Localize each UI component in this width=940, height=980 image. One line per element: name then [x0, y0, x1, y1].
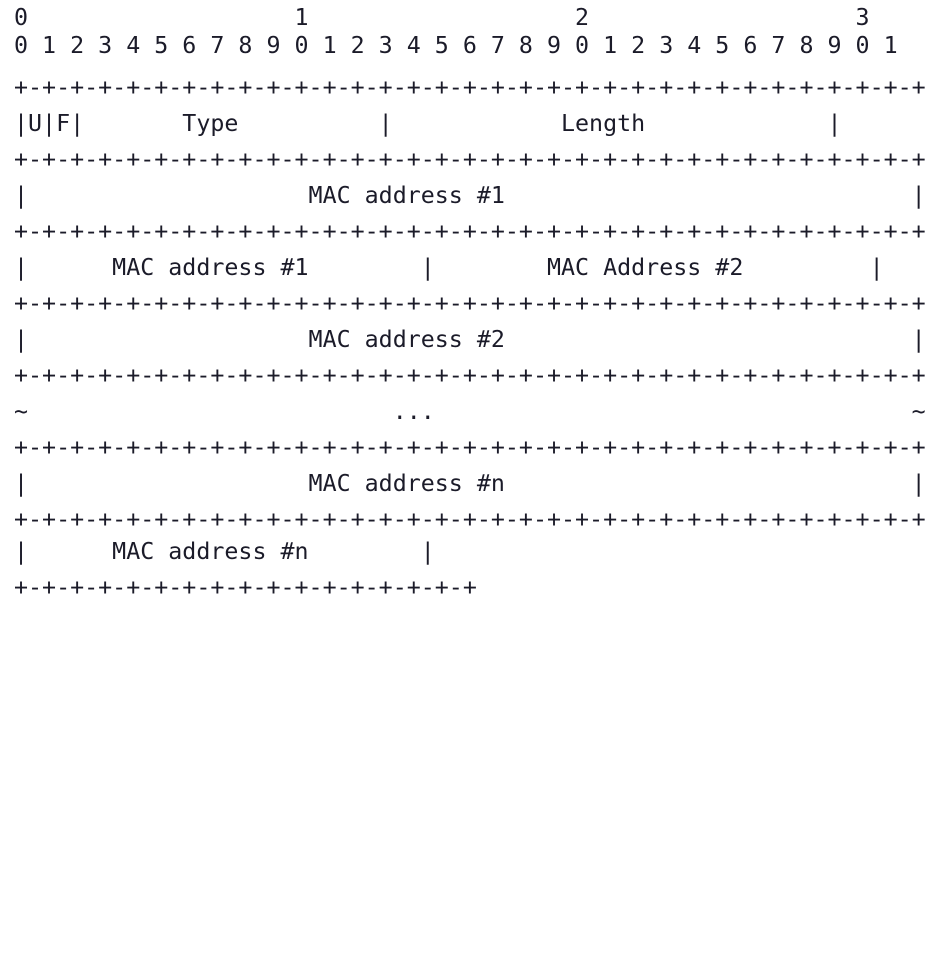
bit-ruler-digit-row: 0 1 2 3 4 5 6 7 8 9 0 1 2 3 4 5 6 7 8 9 …	[14, 32, 898, 59]
row-flags-type-length: |U|F| Type | Length |	[14, 110, 842, 137]
row-mac2-low: | MAC address #2 |	[14, 326, 926, 353]
separator-line-5: +-+-+-+-+-+-+-+-+-+-+-+-+-+-+-+-+-+-+-+-…	[14, 362, 926, 389]
separator-line-6: +-+-+-+-+-+-+-+-+-+-+-+-+-+-+-+-+-+-+-+-…	[14, 434, 926, 461]
bit-ruler-decade-row: 0 1 2 3	[14, 4, 870, 31]
row-mac1-high: | MAC address #1 |	[14, 182, 926, 209]
row-macn-low: | MAC address #n |	[14, 538, 435, 565]
row-mac1-low-mac2-high: | MAC address #1 | MAC Address #2 |	[14, 254, 884, 281]
separator-line-1: +-+-+-+-+-+-+-+-+-+-+-+-+-+-+-+-+-+-+-+-…	[14, 74, 926, 101]
ascii-packet-diagram: 0 1 2 3 0 1 2 3 4 5 6 7 8 9 0 1 2 3 4 5 …	[14, 4, 926, 601]
separator-line-7: +-+-+-+-+-+-+-+-+-+-+-+-+-+-+-+-+-+-+-+-…	[14, 506, 926, 533]
row-ellipsis: ~ ... ~	[14, 398, 926, 425]
separator-line-3: +-+-+-+-+-+-+-+-+-+-+-+-+-+-+-+-+-+-+-+-…	[14, 218, 926, 245]
row-macn-high: | MAC address #n |	[14, 470, 926, 497]
separator-line-4: +-+-+-+-+-+-+-+-+-+-+-+-+-+-+-+-+-+-+-+-…	[14, 290, 926, 317]
separator-line-8-short: +-+-+-+-+-+-+-+-+-+-+-+-+-+-+-+-+	[14, 574, 477, 601]
separator-line-2: +-+-+-+-+-+-+-+-+-+-+-+-+-+-+-+-+-+-+-+-…	[14, 146, 926, 173]
